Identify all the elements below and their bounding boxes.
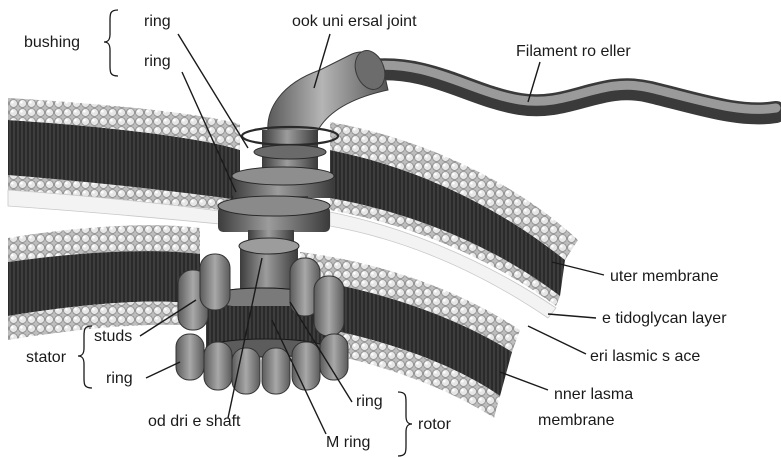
- label-ring-rotor: ring: [356, 393, 383, 410]
- label-studs: studs: [94, 328, 132, 345]
- label-ring-stator: ring: [106, 370, 133, 387]
- label-m-ring: M ring: [326, 434, 370, 451]
- label-ring-top-2: ring: [144, 53, 171, 70]
- label-stator: stator: [26, 349, 67, 366]
- rotor-brace: [398, 392, 412, 456]
- label-rod-shaft: od dri e shaft: [148, 413, 241, 430]
- label-hook: ook uni ersal joint: [292, 13, 417, 30]
- leader-ring-stator: [146, 362, 180, 378]
- hook: [268, 46, 390, 134]
- label-peptidoglycan: e tidoglycan layer: [602, 310, 727, 327]
- label-outer-membrane: uter membrane: [610, 268, 719, 285]
- stator-brace: [78, 326, 92, 388]
- leader-peptidoglycan: [548, 314, 596, 318]
- label-bushing: bushing: [24, 34, 80, 51]
- filament: [370, 65, 776, 113]
- leader-inner-membrane: [500, 372, 548, 390]
- label-inner-membrane-1: nner lasma: [554, 386, 633, 403]
- bushing-brace: [104, 10, 118, 76]
- label-ring-top-1: ring: [144, 13, 171, 30]
- label-inner-membrane-2: membrane: [538, 412, 615, 429]
- label-periplasmic: eri lasmic s ace: [590, 348, 700, 365]
- leader-periplasmic: [528, 326, 586, 354]
- label-filament: Filament ro eller: [516, 43, 631, 60]
- label-rotor: rotor: [418, 416, 452, 433]
